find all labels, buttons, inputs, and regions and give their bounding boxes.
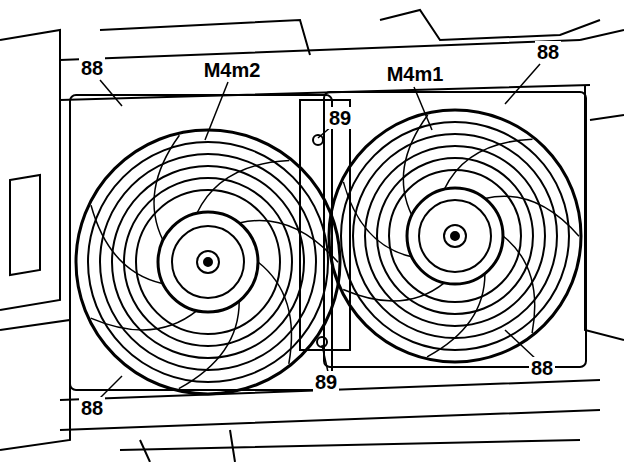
fan-guard [329,110,581,362]
fan-blade [91,205,163,283]
callout-label: 88 [79,57,105,79]
lower-wires [140,430,235,462]
fan-blade [179,301,239,389]
callout-label: M4m2 [202,59,263,81]
leader-lines [100,64,540,398]
fan-guard [76,130,340,394]
fan-blade [154,135,179,240]
fan-blade [485,196,579,236]
left-panel [0,30,60,310]
callout-label: M4m1 [385,63,446,85]
fan-blade [343,182,411,257]
callout-label: 89 [313,371,339,393]
left-lower-panel [0,320,70,450]
callout-label: 88 [529,357,555,379]
fastener [313,135,327,347]
left-bracket [10,175,40,275]
fan-blade [91,311,197,330]
fan-blade [239,221,338,263]
fan-blade [258,262,291,364]
fan-blade [403,115,427,215]
callout-label: 89 [327,107,353,129]
fan-blade [343,283,444,301]
fan-blade [197,161,289,214]
callout-label: 88 [535,41,561,63]
top-hoses [100,10,600,55]
fan-blade [503,236,535,333]
fan-blade [444,139,532,189]
fan-shroud [324,92,586,367]
fan-shroud [70,95,332,390]
fan-blades [91,115,579,389]
callout-label: 88 [79,397,105,419]
fan-blade [427,274,485,357]
